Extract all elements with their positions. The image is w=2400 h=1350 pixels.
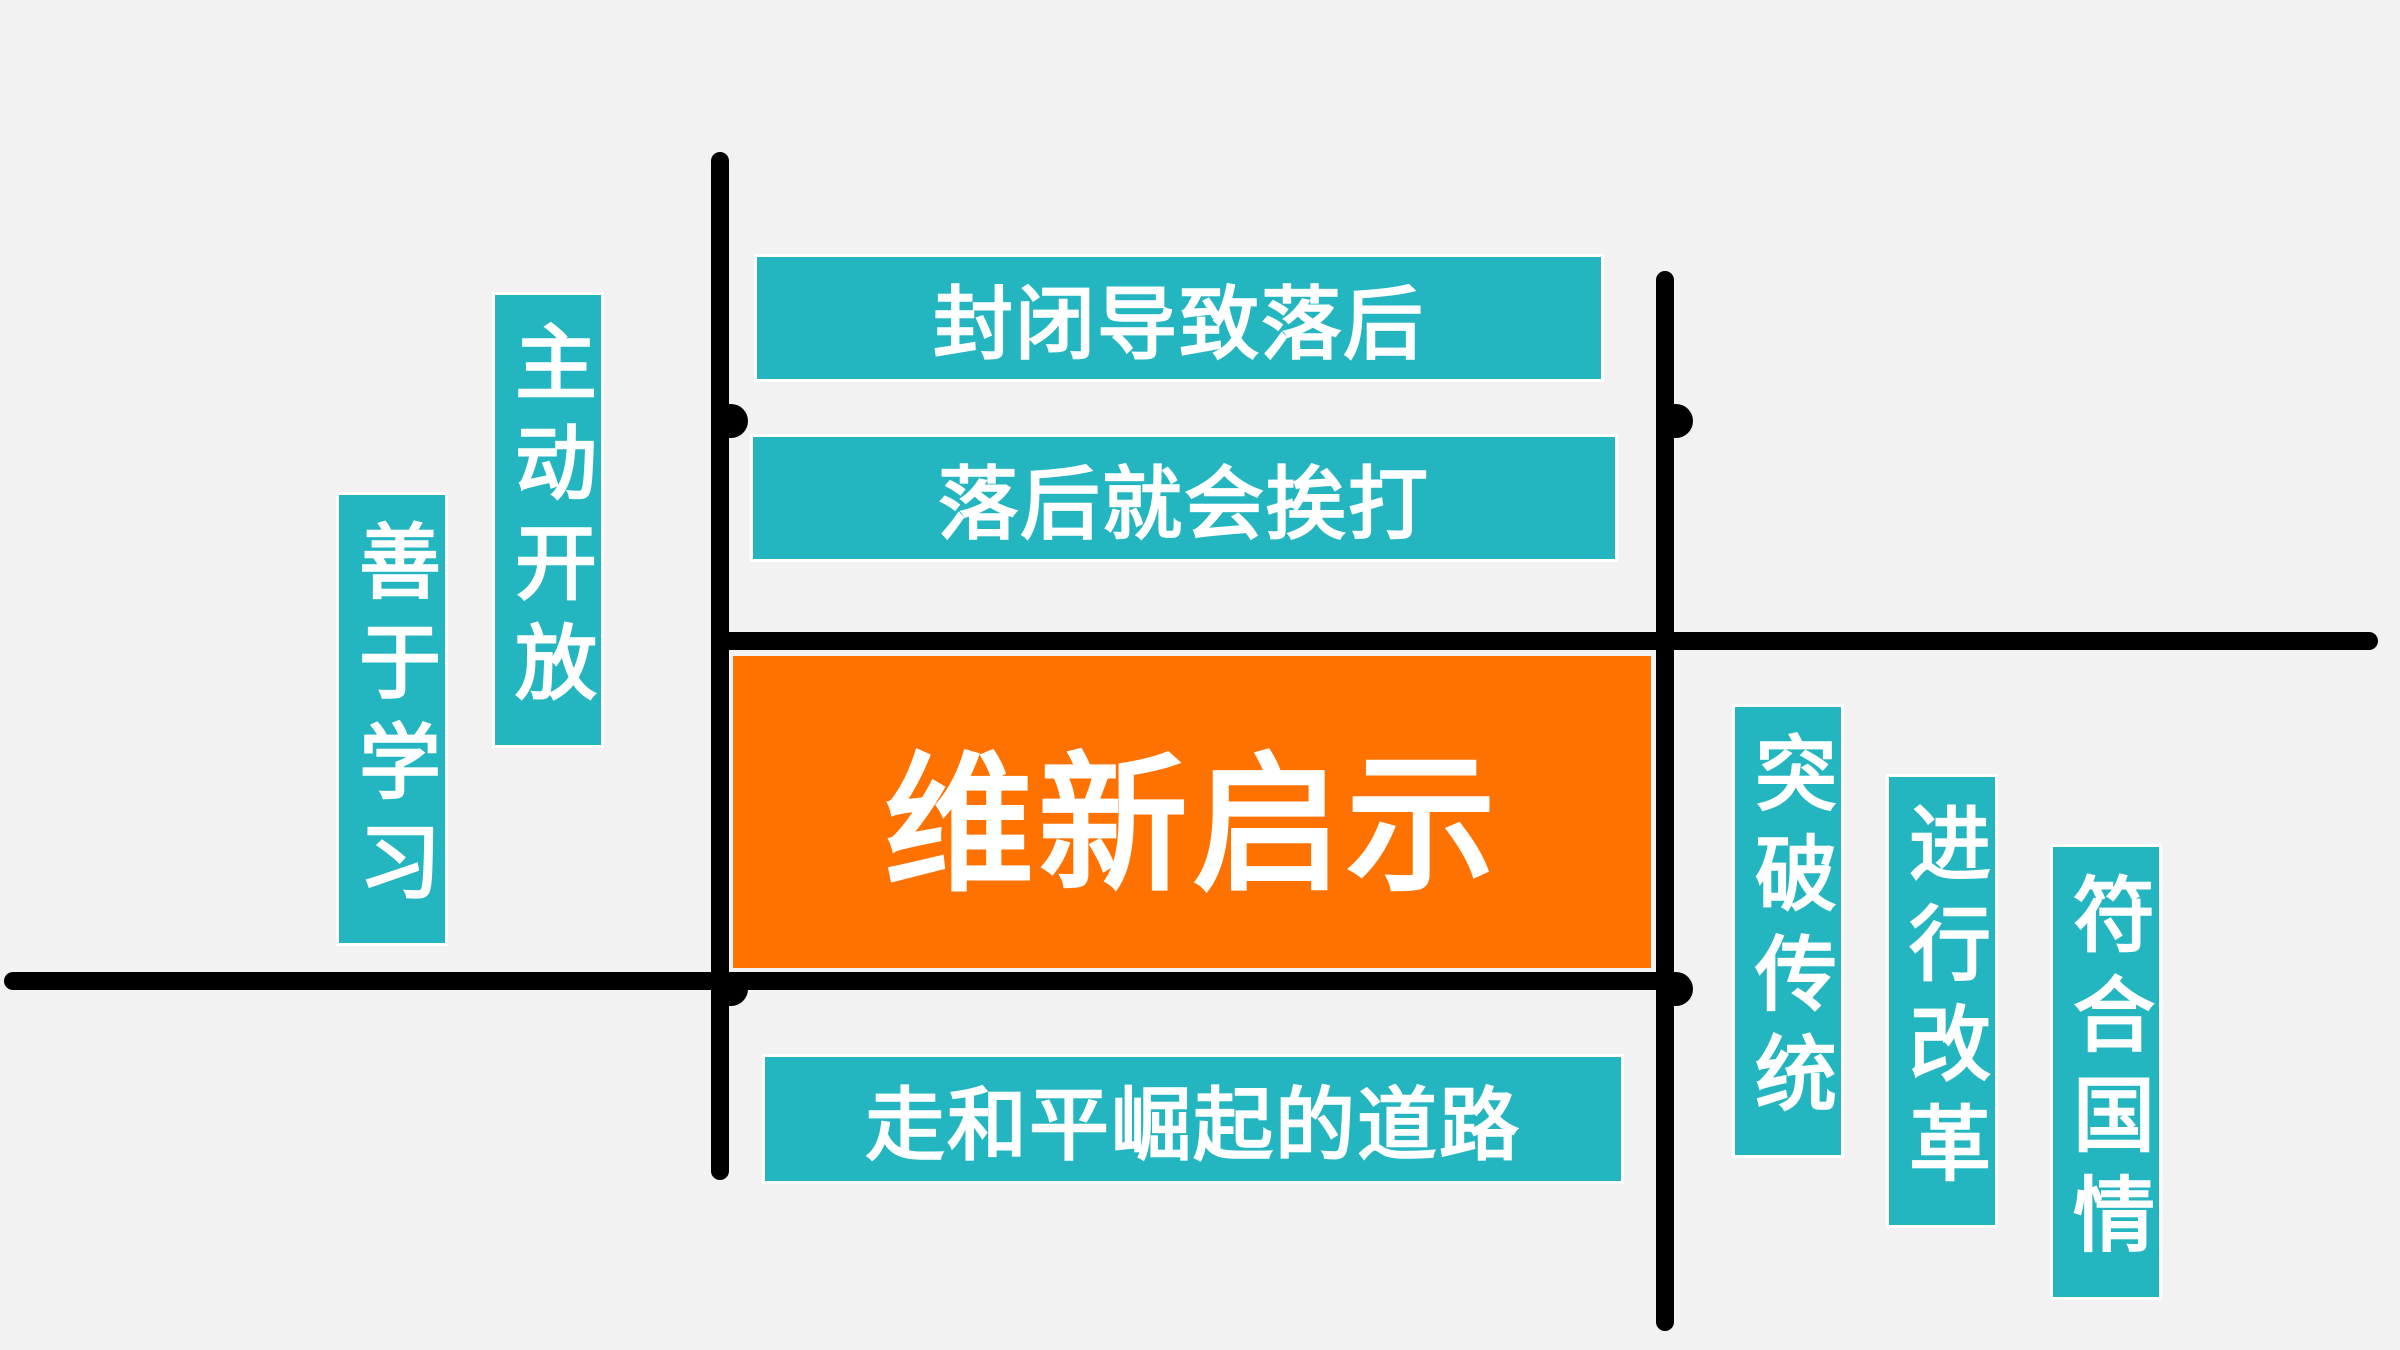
left-vertical-line (711, 152, 729, 1180)
box-peaceful-rise-label: 走和平崛起的道路 (865, 1079, 1521, 1172)
box-peaceful-rise: 走和平崛起的道路 (762, 1054, 1624, 1184)
top-horizontal-line (716, 632, 2378, 650)
right-vertical-line (1656, 271, 1674, 1331)
box-backward-gets-beaten: 落后就会挨打 (750, 434, 1618, 562)
column-active-opening: 主动开放 (492, 292, 604, 748)
right-line-lower-knob (1671, 972, 1693, 1006)
column-active-opening-label: 主动开放 (500, 320, 596, 720)
column-carry-out-reform-label: 进行改革 (1894, 801, 1990, 1201)
column-break-tradition-label: 突破传统 (1740, 731, 1836, 1131)
center-title: 维新启示 (883, 738, 1500, 913)
right-line-upper-knob (1671, 404, 1693, 438)
box-closure-causes-backwardness-label: 封闭导致落后 (933, 278, 1425, 371)
left-line-lower-knob (726, 972, 748, 1006)
column-suit-national-conditions: 符合国情 (2050, 844, 2162, 1300)
column-break-tradition: 突破传统 (1732, 704, 1844, 1158)
column-suit-national-conditions-label: 符合国情 (2058, 872, 2154, 1272)
column-good-at-learning: 善于学习 (336, 492, 448, 946)
column-good-at-learning-label: 善于学习 (344, 519, 440, 919)
column-carry-out-reform: 进行改革 (1886, 774, 1998, 1228)
box-closure-causes-backwardness: 封闭导致落后 (754, 254, 1604, 382)
box-backward-gets-beaten-label: 落后就会挨打 (938, 458, 1430, 551)
center-title-box: 维新启示 (733, 656, 1651, 968)
bottom-horizontal-line (4, 972, 1674, 990)
left-line-upper-knob (726, 404, 748, 438)
